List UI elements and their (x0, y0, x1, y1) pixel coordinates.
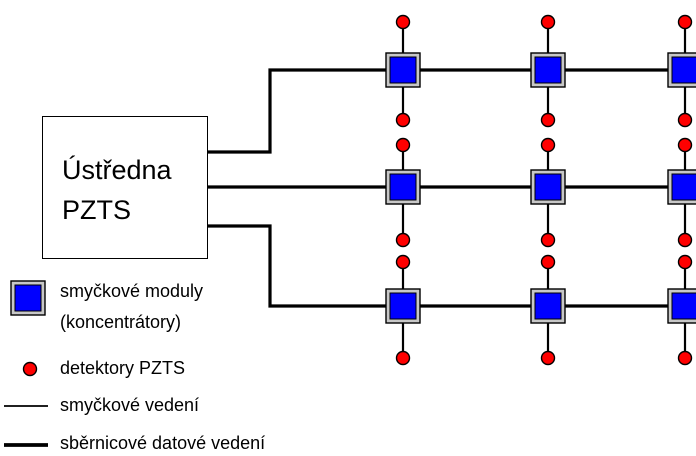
bus-line-bottom (208, 224, 696, 308)
module (534, 173, 562, 201)
central-unit-label: Ústředna PZTS (62, 150, 172, 230)
module (671, 173, 696, 201)
detector (677, 112, 693, 128)
detector (677, 137, 693, 153)
legend-detector-symbol (22, 361, 38, 377)
module (671, 292, 696, 320)
detector (677, 14, 693, 30)
detector (395, 14, 411, 30)
detector (540, 232, 556, 248)
central-unit-box (42, 116, 208, 259)
detector (395, 350, 411, 366)
legend-bus-line-label: sběrnicové datové vedení (60, 433, 266, 453)
bus-lines (208, 68, 696, 308)
module (389, 173, 417, 201)
legend-detector-label: detektory PZTS (60, 358, 186, 378)
legend-graphics (4, 280, 48, 447)
detector (540, 254, 556, 270)
detector (395, 137, 411, 153)
legend-module-label-2: (koncentrátory) (60, 312, 182, 332)
detector (540, 350, 556, 366)
legend-module-label-1: smyčkové moduly (60, 281, 204, 301)
detector (540, 137, 556, 153)
detector (677, 350, 693, 366)
detector (395, 112, 411, 128)
module (389, 56, 417, 84)
central-unit-line2: PZTS (62, 195, 132, 225)
detectors (395, 14, 693, 366)
detector (395, 232, 411, 248)
detector (540, 14, 556, 30)
legend-module-symbol (14, 284, 42, 312)
module (534, 56, 562, 84)
detector (677, 232, 693, 248)
bus-line-top (208, 68, 696, 154)
module (534, 292, 562, 320)
modules (385, 52, 696, 324)
detector (395, 254, 411, 270)
detector (540, 112, 556, 128)
detector (677, 254, 693, 270)
module (389, 292, 417, 320)
central-unit-line1: Ústředna (62, 155, 172, 185)
module (671, 56, 696, 84)
legend-loop-line-label: smyčkové vedení (60, 395, 200, 415)
